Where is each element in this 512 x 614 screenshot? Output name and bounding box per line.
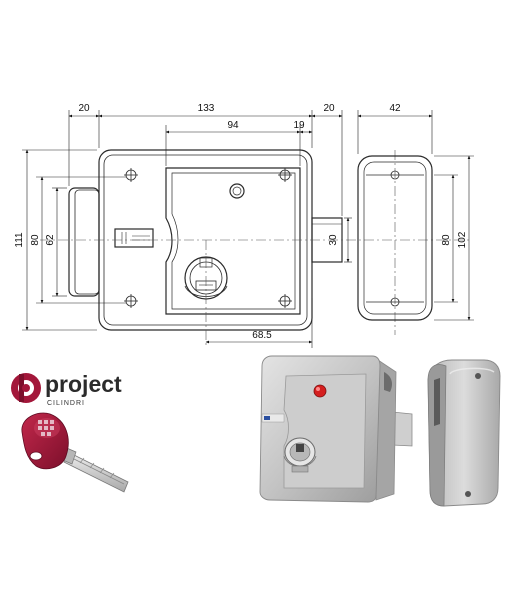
side-bracket-inner bbox=[74, 189, 100, 295]
brand-logo-icon bbox=[11, 373, 41, 403]
dim-side-depth: 42 bbox=[389, 103, 401, 114]
dim-total-height: 111 bbox=[14, 232, 25, 248]
label-plate bbox=[114, 228, 154, 248]
screw-holes bbox=[124, 168, 292, 308]
dim-cylinder-offset: 68.5 bbox=[252, 330, 272, 341]
dim-inner-width: 94 bbox=[227, 120, 239, 131]
striker-outline bbox=[357, 155, 433, 321]
centerlines bbox=[40, 150, 472, 348]
dim-bolt-height: 30 bbox=[328, 234, 339, 246]
dim-striker-height: 80 bbox=[441, 234, 452, 246]
side-bracket bbox=[68, 187, 100, 297]
indicator-hole bbox=[229, 183, 245, 199]
brand-logo: project CILINDRI bbox=[11, 371, 122, 407]
dim-left-margin: 20 bbox=[78, 103, 90, 114]
brand-name: project bbox=[45, 371, 122, 397]
side-view-drawing bbox=[357, 155, 433, 321]
brand-subtitle: CILINDRI bbox=[47, 400, 85, 407]
key-icon bbox=[21, 412, 129, 493]
dim-total-width: 133 bbox=[198, 103, 215, 114]
lock-photo bbox=[259, 355, 413, 503]
dim-body-height: 80 bbox=[30, 234, 41, 246]
dim-striker-total: 102 bbox=[457, 231, 468, 248]
striker-photo bbox=[427, 359, 501, 507]
dimension-lines bbox=[22, 110, 474, 348]
dimension-labels: 20 133 94 19 20 42 111 80 62 30 80 102 6… bbox=[14, 103, 468, 341]
cover-plate-inner bbox=[171, 172, 296, 310]
dim-bolt-offset: 19 bbox=[293, 120, 305, 131]
dim-right-margin: 20 bbox=[323, 103, 335, 114]
cover-plate bbox=[165, 167, 301, 315]
dim-bracket-height: 62 bbox=[45, 234, 56, 246]
